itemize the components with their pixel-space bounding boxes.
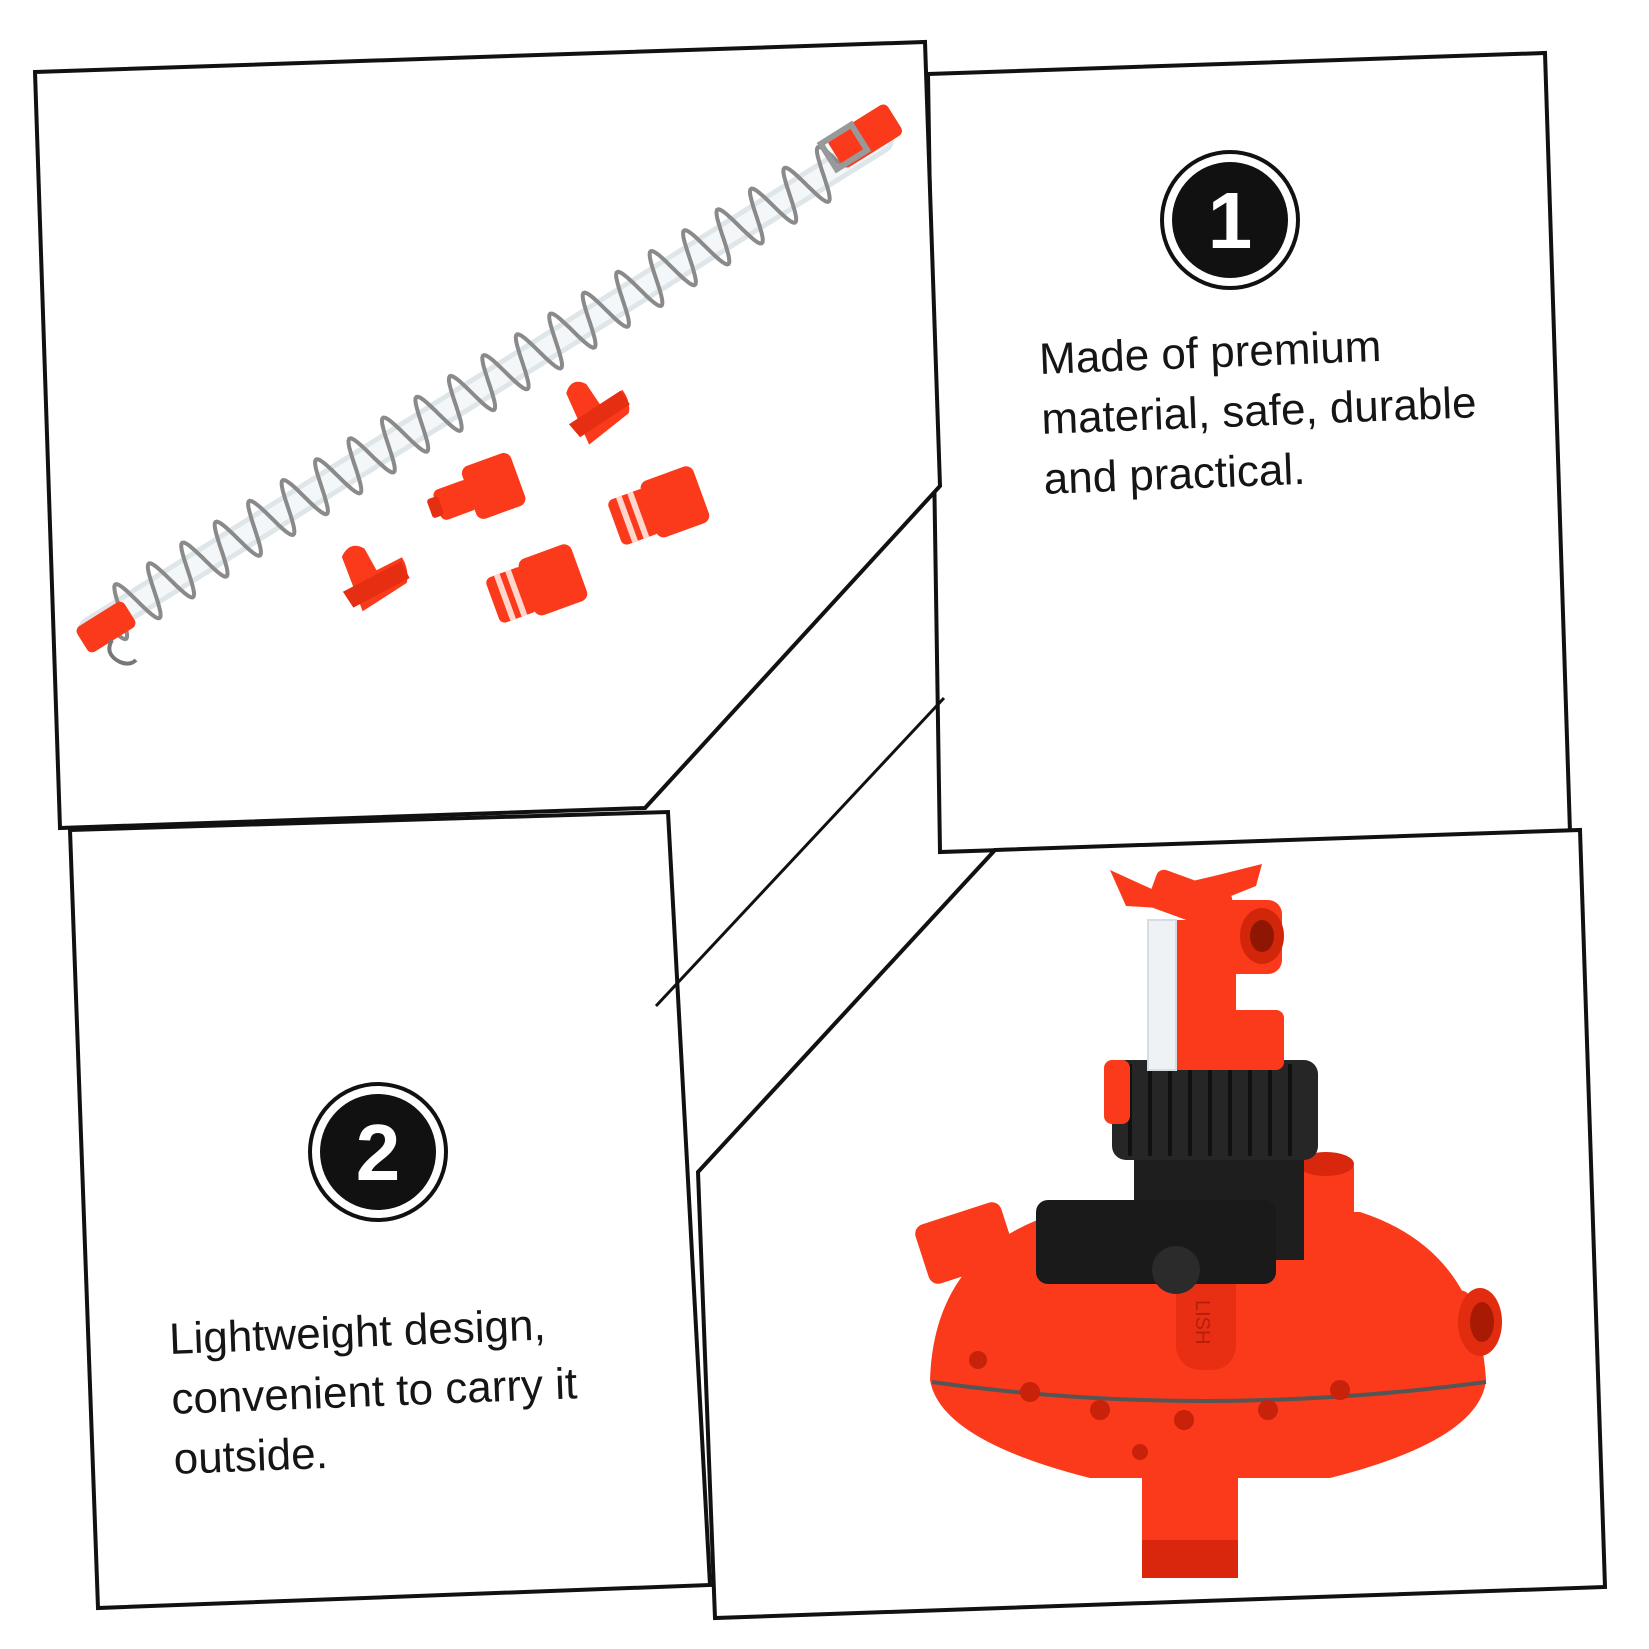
- badge-2-number: 2: [356, 1108, 401, 1197]
- svg-text:LISH: LISH: [1191, 1300, 1213, 1344]
- tube-with-spring-image: [76, 104, 902, 666]
- spring-coil: [102, 144, 842, 642]
- frame-image-tube: [32, 39, 943, 831]
- number-badge-1: 1: [1160, 150, 1300, 290]
- fitting-parts-image: [341, 381, 710, 623]
- badge-1-number: 1: [1208, 176, 1253, 265]
- feature-2-description: Lightweight design, convenient to carry …: [168, 1294, 581, 1489]
- feature-1-description: Made of premium material, safe, durable …: [1038, 313, 1480, 510]
- regulator-valve-image: LISH: [915, 864, 1502, 1578]
- divider-line: [654, 696, 946, 1008]
- number-badge-2: 2: [308, 1082, 448, 1222]
